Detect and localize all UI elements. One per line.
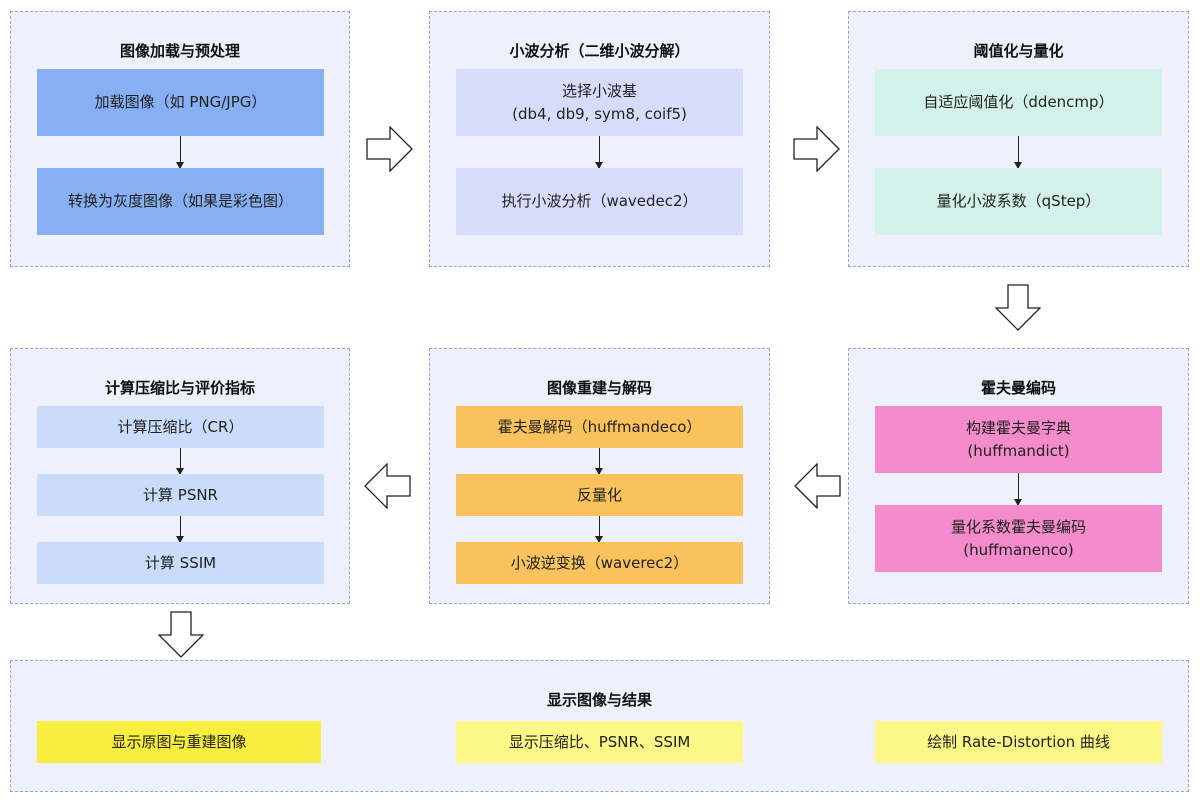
node-wavedec2: 执行小波分析（wavedec2） (456, 168, 743, 235)
group-title-reconstruct: 图像重建与解码 (546, 379, 652, 397)
node-rd-curve: 绘制 Rate-Distortion 曲线 (875, 721, 1162, 763)
node-adaptive-threshold-label: 自适应阈值化（ddencmp） (923, 93, 1114, 111)
node-adaptive-threshold: 自适应阈值化（ddencmp） (875, 69, 1162, 136)
node-show-images: 显示原图与重建图像 (37, 721, 321, 763)
node-huffmandict: 构建霍夫曼字典 (huffmandict) (875, 406, 1162, 473)
group-title-threshold: 阈值化与量化 (973, 42, 1064, 60)
node-huffmandict-line2: (huffmandict) (967, 441, 1070, 460)
group-title-huffman: 霍夫曼编码 (980, 379, 1056, 397)
node-compression-ratio-label: 计算压缩比（CR） (117, 417, 244, 436)
node-ssim-label: 计算 SSIM (144, 553, 217, 572)
node-huffmanenco-line1: 量化系数霍夫曼编码 (950, 517, 1086, 536)
node-load-image-label: 加载图像（如 PNG/JPG） (94, 93, 267, 111)
node-convert-gray-label: 转换为灰度图像（如果是彩色图） (67, 192, 293, 210)
arrow-threshold-to-quantize (1012, 136, 1024, 169)
arrow-select-to-decompose (593, 136, 605, 169)
node-huffmanenco-line2: (huffmanenco) (963, 540, 1074, 559)
node-quantize: 量化小波系数（qStep） (875, 168, 1162, 235)
node-psnr: 计算 PSNR (37, 474, 324, 516)
node-convert-gray: 转换为灰度图像（如果是彩色图） (37, 168, 324, 235)
arrow-load-to-gray (174, 136, 186, 169)
node-psnr-label: 计算 PSNR (143, 485, 218, 504)
node-show-metrics: 显示压缩比、PSNR、SSIM (456, 721, 743, 763)
node-quantize-label: 量化小波系数（qStep） (936, 192, 1101, 210)
node-ssim: 计算 SSIM (37, 542, 324, 584)
flow-arrow-left-icon (364, 463, 411, 509)
node-huffmandict-line1: 构建霍夫曼字典 (965, 418, 1071, 437)
group-title-display: 显示图像与结果 (546, 691, 652, 709)
flow-arrow-down-icon (995, 284, 1041, 331)
node-select-wavelet-line1: 选择小波基 (561, 81, 637, 100)
node-waverec2-label: 小波逆变换（waverec2） (510, 553, 689, 572)
flow-arrow-right-icon (366, 126, 413, 172)
arrow-dequant-to-waverec (593, 516, 605, 543)
group-title-metrics: 计算压缩比与评价指标 (104, 379, 255, 397)
node-dequantize-label: 反量化 (576, 485, 622, 504)
node-show-images-label: 显示原图与重建图像 (111, 732, 247, 751)
node-waverec2: 小波逆变换（waverec2） (456, 542, 743, 584)
arrow-psnr-to-ssim (174, 516, 186, 543)
group-title-wavelet: 小波分析（二维小波分解） (509, 42, 690, 60)
node-show-metrics-label: 显示压缩比、PSNR、SSIM (508, 732, 691, 751)
node-huffmandeco-label: 霍夫曼解码（huffmandeco） (497, 417, 702, 436)
node-huffmanenco: 量化系数霍夫曼编码 (huffmanenco) (875, 505, 1162, 572)
node-dequantize: 反量化 (456, 474, 743, 516)
flow-arrow-down-icon (158, 611, 204, 658)
node-select-wavelet: 选择小波基 (db4, db9, sym8, coif5) (456, 69, 743, 136)
node-select-wavelet-line2: (db4, db9, sym8, coif5) (512, 104, 687, 123)
node-rd-curve-label: 绘制 Rate-Distortion 曲线 (927, 732, 1110, 751)
node-huffmandeco: 霍夫曼解码（huffmandeco） (456, 406, 743, 448)
node-load-image: 加载图像（如 PNG/JPG） (37, 69, 324, 136)
arrow-cr-to-psnr (174, 448, 186, 475)
node-compression-ratio: 计算压缩比（CR） (37, 406, 324, 448)
flow-arrow-right-icon (793, 126, 840, 172)
group-title-preprocess: 图像加载与预处理 (119, 42, 240, 60)
arrow-dict-to-encode (1012, 473, 1024, 506)
flow-arrow-left-icon (794, 463, 841, 509)
node-wavedec2-label: 执行小波分析（wavedec2） (501, 192, 698, 210)
arrow-decode-to-dequant (593, 448, 605, 475)
